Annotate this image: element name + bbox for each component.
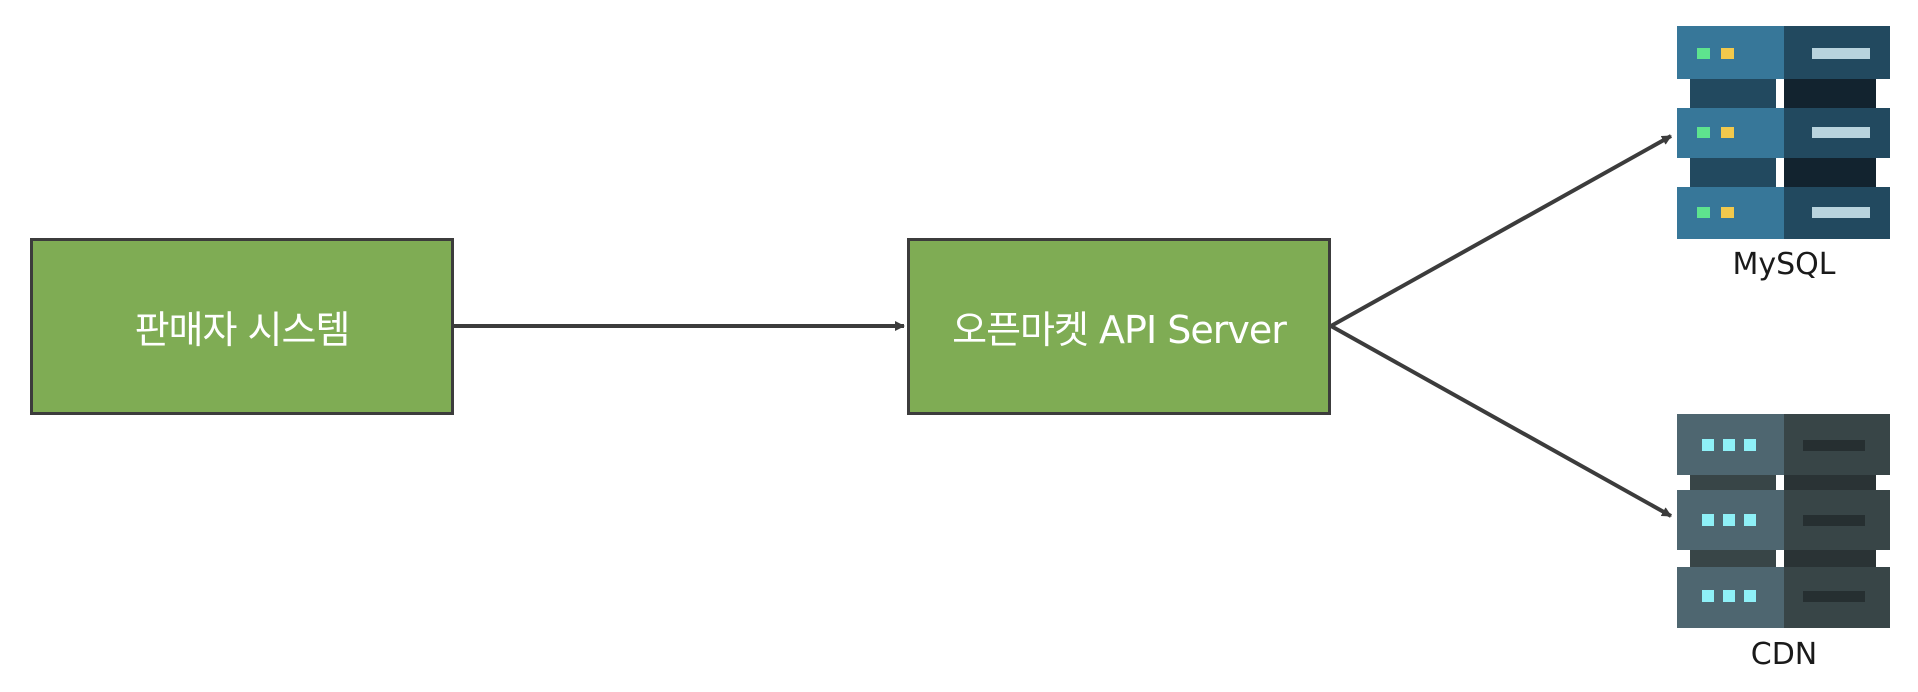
api-server-label: 오픈마켓 API Server	[952, 308, 1287, 352]
database-server-icon	[1677, 26, 1890, 239]
cdn-label: CDN	[1750, 637, 1818, 672]
api-server-node: 오픈마켓 API Server	[907, 238, 1331, 415]
arrow-api-to-cdn	[1330, 324, 1672, 518]
arrow-api-to-mysql	[1330, 134, 1672, 328]
cdn-server-icon	[1677, 414, 1890, 628]
seller-system-label: 판매자 시스템	[134, 308, 351, 352]
mysql-label: MySQL	[1732, 247, 1836, 282]
seller-system-node: 판매자 시스템	[30, 238, 454, 415]
